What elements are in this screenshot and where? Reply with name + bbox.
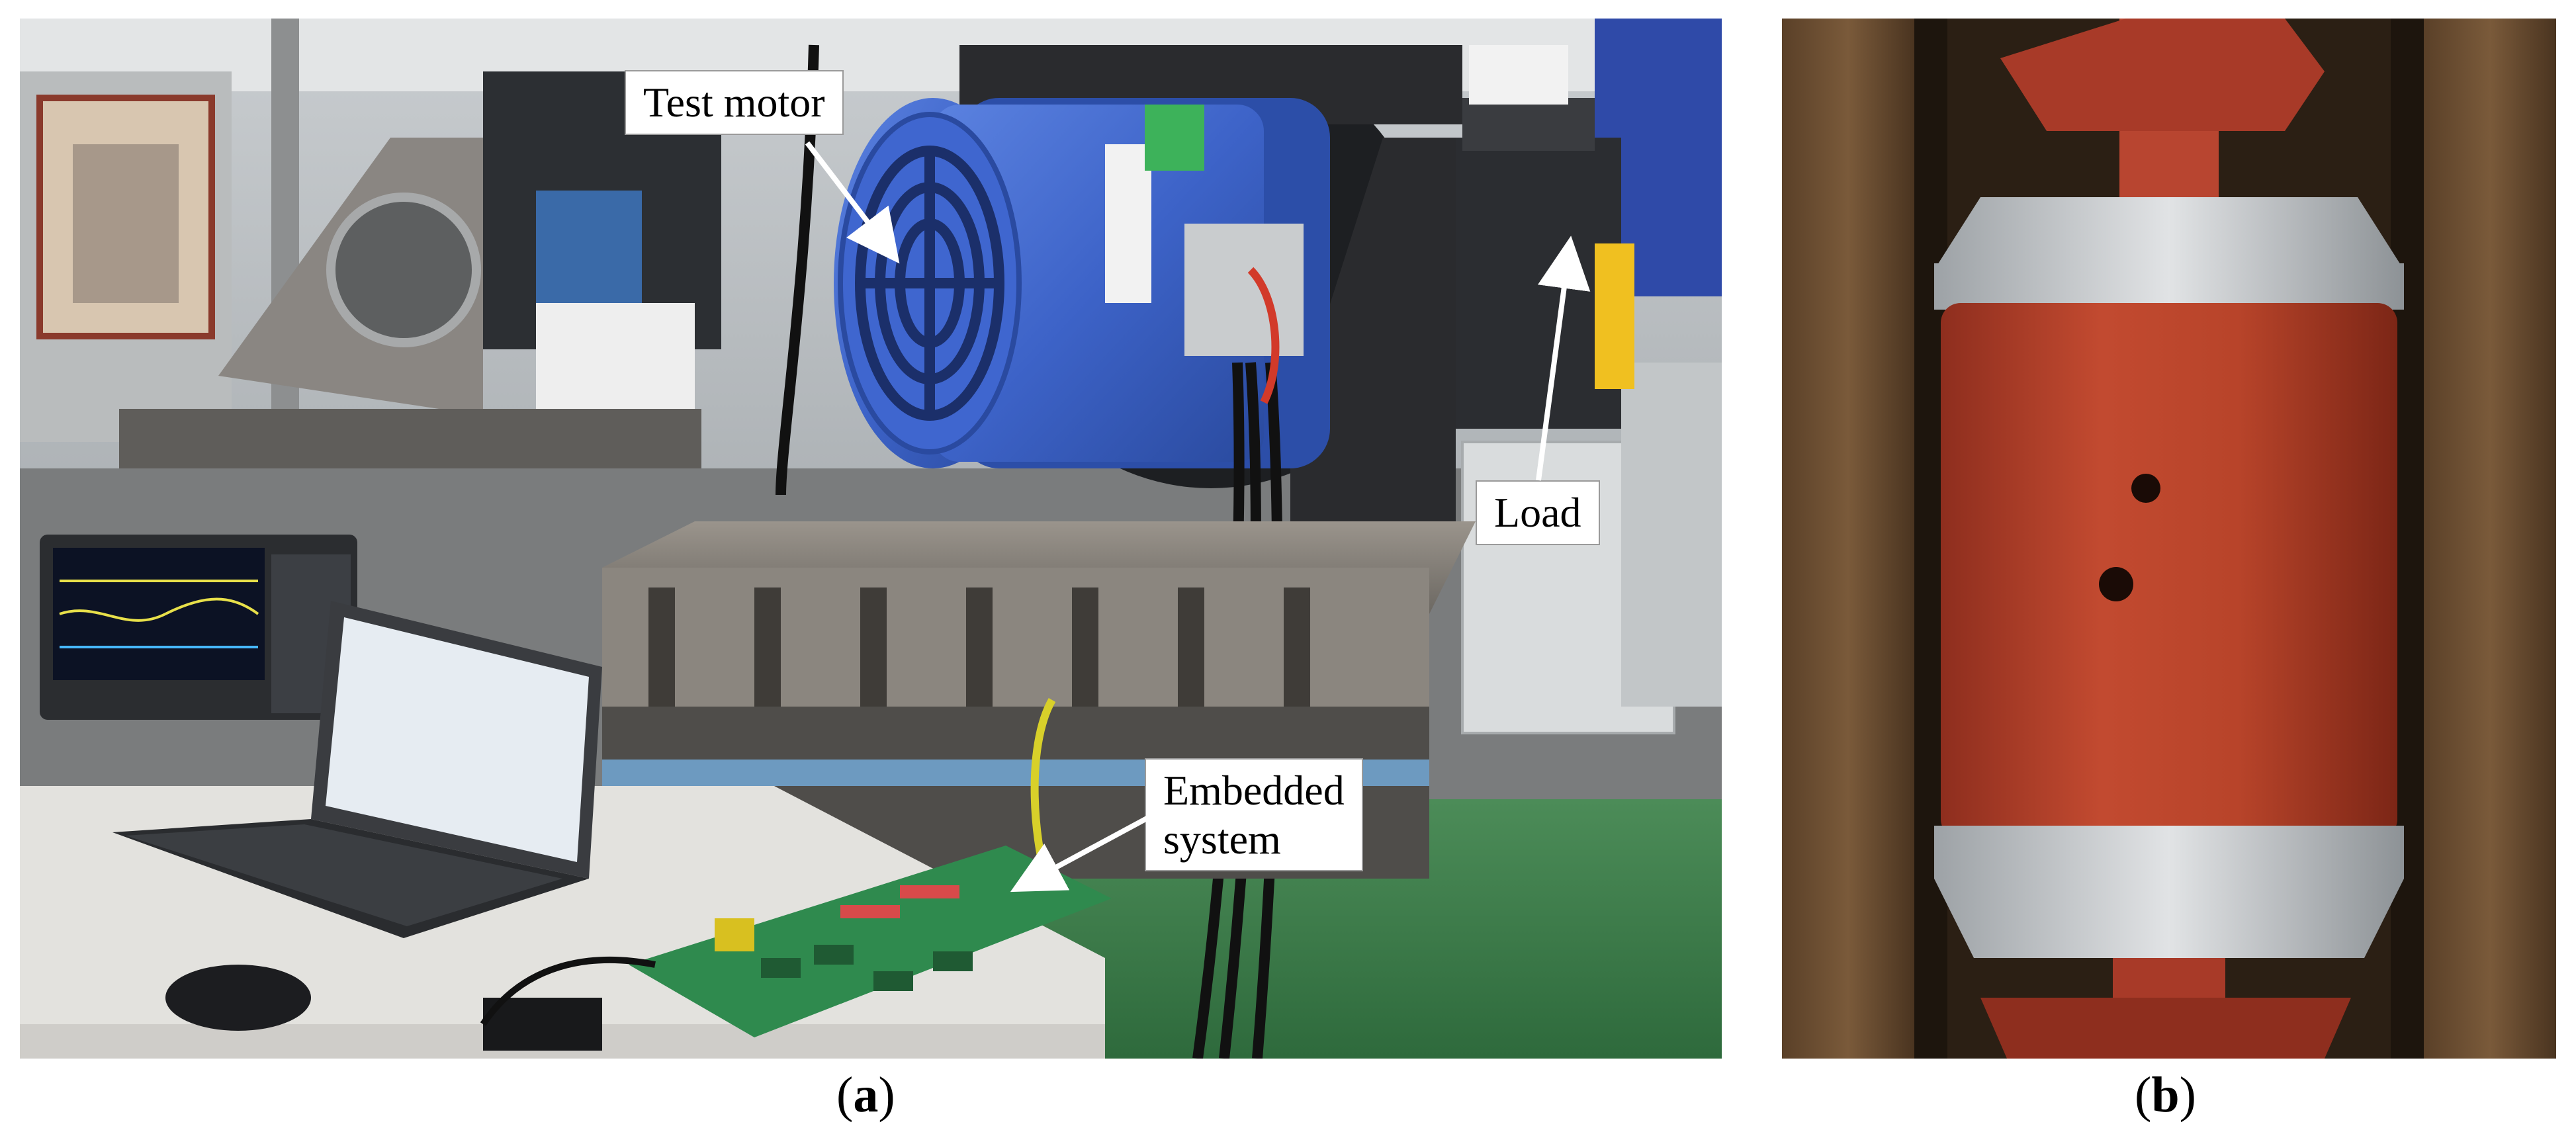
caption-b-letter: b — [2151, 1067, 2180, 1123]
load-label: Load — [1494, 489, 1581, 536]
test-motor-callout: Test motor — [625, 70, 844, 135]
embedded-system-arrow — [1010, 815, 1149, 893]
load-callout: Load — [1476, 480, 1600, 545]
caption-a-letter: a — [853, 1067, 879, 1123]
callout-arrows — [805, 141, 1591, 893]
test-motor-arrow — [805, 141, 900, 264]
photo-panel-a: Test motor Load Embedded system — [20, 19, 1722, 1059]
embedded-label-line1: Embedded — [1163, 767, 1345, 814]
test-motor-label: Test motor — [643, 79, 825, 126]
embedded-system-callout: Embedded system — [1145, 758, 1363, 872]
test-bench-photo — [20, 19, 1722, 1059]
load-arrow — [1536, 236, 1591, 481]
caption-a: (a) — [836, 1067, 895, 1123]
caption-b: (b) — [2135, 1067, 2196, 1123]
photo-panel-b — [1782, 19, 2556, 1059]
rotor-photo — [1782, 19, 2556, 1059]
embedded-label-line2: system — [1163, 815, 1281, 863]
